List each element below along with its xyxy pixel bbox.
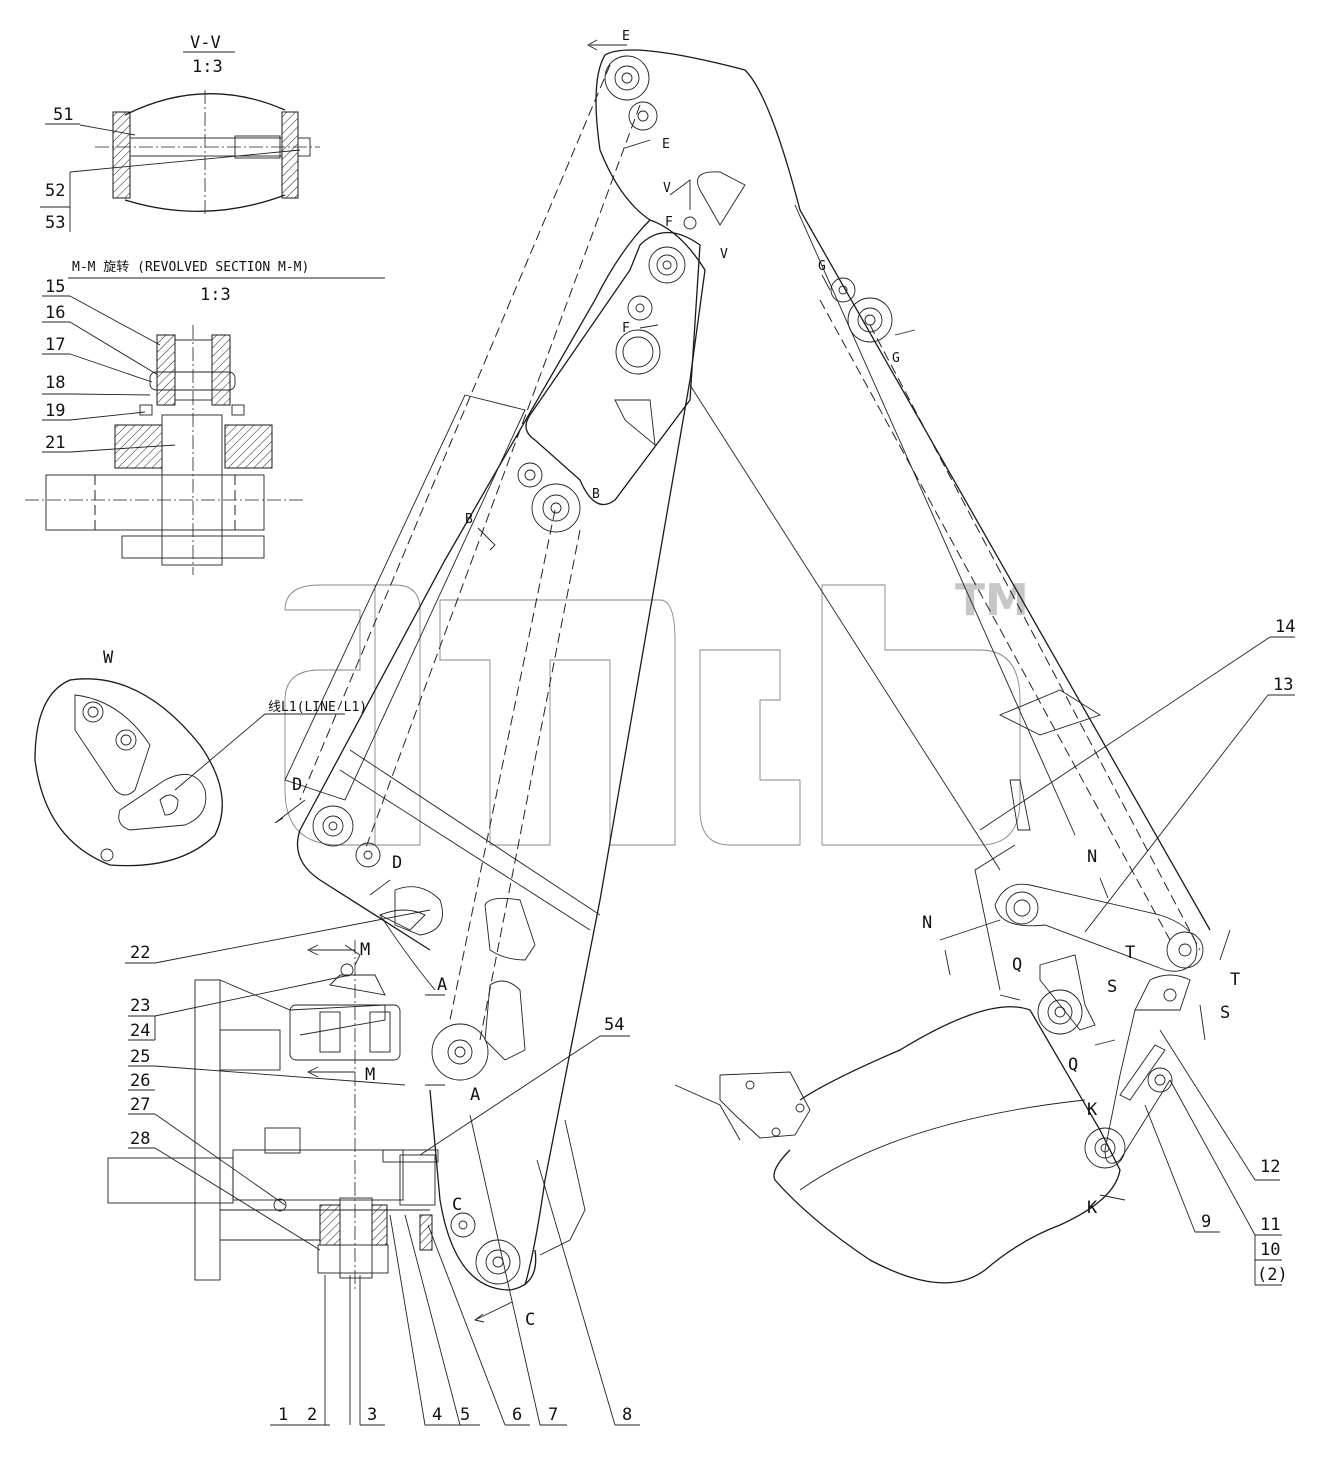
svg-text:K: K bbox=[1087, 1198, 1098, 1218]
label-13: 13 bbox=[1273, 675, 1293, 695]
label-2b: (2) bbox=[1257, 1265, 1288, 1285]
label-52: 52 bbox=[45, 181, 65, 201]
svg-text:C: C bbox=[452, 1195, 462, 1215]
label-17: 17 bbox=[45, 335, 65, 355]
svg-text:T: T bbox=[1125, 943, 1135, 963]
pivot-pin bbox=[312, 55, 893, 1285]
svg-text:D: D bbox=[392, 853, 402, 873]
svg-text:V: V bbox=[720, 247, 728, 262]
line-l1-label: 线L1(LINE L1) bbox=[268, 700, 367, 715]
svg-text:F: F bbox=[665, 215, 673, 230]
section-markers: E E V V F F G G B B D D M M A A C C N N … bbox=[274, 29, 1240, 1330]
label-53: 53 bbox=[45, 213, 65, 233]
label-51: 51 bbox=[53, 105, 73, 125]
label-10: 10 bbox=[1260, 1240, 1280, 1260]
backhoe-boom bbox=[284, 49, 1211, 1291]
label-11: 11 bbox=[1260, 1215, 1280, 1235]
svg-text:F: F bbox=[622, 321, 630, 336]
section-mm-title: M-M 旋转 (REVOLVED SECTION M-M) bbox=[72, 260, 309, 275]
label-1: 1 bbox=[278, 1405, 288, 1425]
label-12: 12 bbox=[1260, 1157, 1280, 1177]
svg-text:S: S bbox=[1107, 977, 1117, 997]
label-22: 22 bbox=[130, 943, 150, 963]
swing-frame bbox=[107, 940, 439, 1290]
svg-text:E: E bbox=[662, 137, 670, 152]
label-8: 8 bbox=[622, 1405, 632, 1425]
svg-text:N: N bbox=[1087, 847, 1097, 867]
svg-text:C: C bbox=[525, 1310, 535, 1330]
section-vv-scale: 1:3 bbox=[192, 57, 223, 77]
label-3: 3 bbox=[367, 1405, 377, 1425]
label-24: 24 bbox=[130, 1021, 150, 1041]
svg-text:A: A bbox=[470, 1085, 480, 1105]
svg-text:N: N bbox=[922, 913, 932, 933]
label-9: 9 bbox=[1201, 1212, 1211, 1232]
svg-text:M: M bbox=[365, 1065, 375, 1085]
section-mm: M-M 旋转 (REVOLVED SECTION M-M) 1:3 15 16 … bbox=[25, 260, 385, 575]
label-6: 6 bbox=[512, 1405, 522, 1425]
svg-text:M: M bbox=[360, 940, 370, 960]
label-4: 4 bbox=[432, 1405, 442, 1425]
label-19: 19 bbox=[45, 401, 65, 421]
svg-text:B: B bbox=[465, 512, 473, 527]
view-w-title: W bbox=[103, 648, 114, 668]
svg-text:Q: Q bbox=[1012, 955, 1022, 975]
svg-text:A: A bbox=[437, 975, 447, 995]
label-14: 14 bbox=[1275, 617, 1295, 637]
section-mm-scale: 1:3 bbox=[200, 285, 231, 305]
trademark-mark: TM bbox=[955, 575, 1029, 626]
svg-text:E: E bbox=[622, 29, 630, 44]
svg-text:G: G bbox=[892, 351, 900, 366]
svg-text:Q: Q bbox=[1068, 1055, 1078, 1075]
part-callouts: 22 23 24 25 26 27 28 54 1 2 3 bbox=[125, 617, 1295, 1426]
svg-text:T: T bbox=[1230, 970, 1240, 990]
label-26: 26 bbox=[130, 1071, 150, 1091]
label-54: 54 bbox=[604, 1015, 624, 1035]
section-vv: V-V 1:3 51 52 53 bbox=[40, 33, 320, 233]
svg-text:V: V bbox=[663, 181, 671, 196]
view-w: W 线L1(LINE L1) bbox=[34, 648, 367, 867]
svg-text:B: B bbox=[592, 487, 600, 502]
label-15: 15 bbox=[45, 277, 65, 297]
label-7: 7 bbox=[548, 1405, 558, 1425]
label-27: 27 bbox=[130, 1095, 150, 1115]
svg-text:G: G bbox=[818, 259, 826, 274]
label-16: 16 bbox=[45, 303, 65, 323]
label-28: 28 bbox=[130, 1129, 150, 1149]
section-vv-title: V-V bbox=[190, 33, 221, 53]
label-2: 2 bbox=[307, 1405, 317, 1425]
svg-text:K: K bbox=[1087, 1100, 1098, 1120]
label-5: 5 bbox=[460, 1405, 470, 1425]
watermark-logo: TM bbox=[284, 575, 1029, 846]
label-25: 25 bbox=[130, 1047, 150, 1067]
bucket-linkage bbox=[674, 779, 1204, 1284]
label-21: 21 bbox=[45, 433, 65, 453]
svg-text:D: D bbox=[292, 775, 302, 795]
label-23: 23 bbox=[130, 996, 150, 1016]
svg-text:S: S bbox=[1220, 1003, 1230, 1023]
label-18: 18 bbox=[45, 373, 65, 393]
